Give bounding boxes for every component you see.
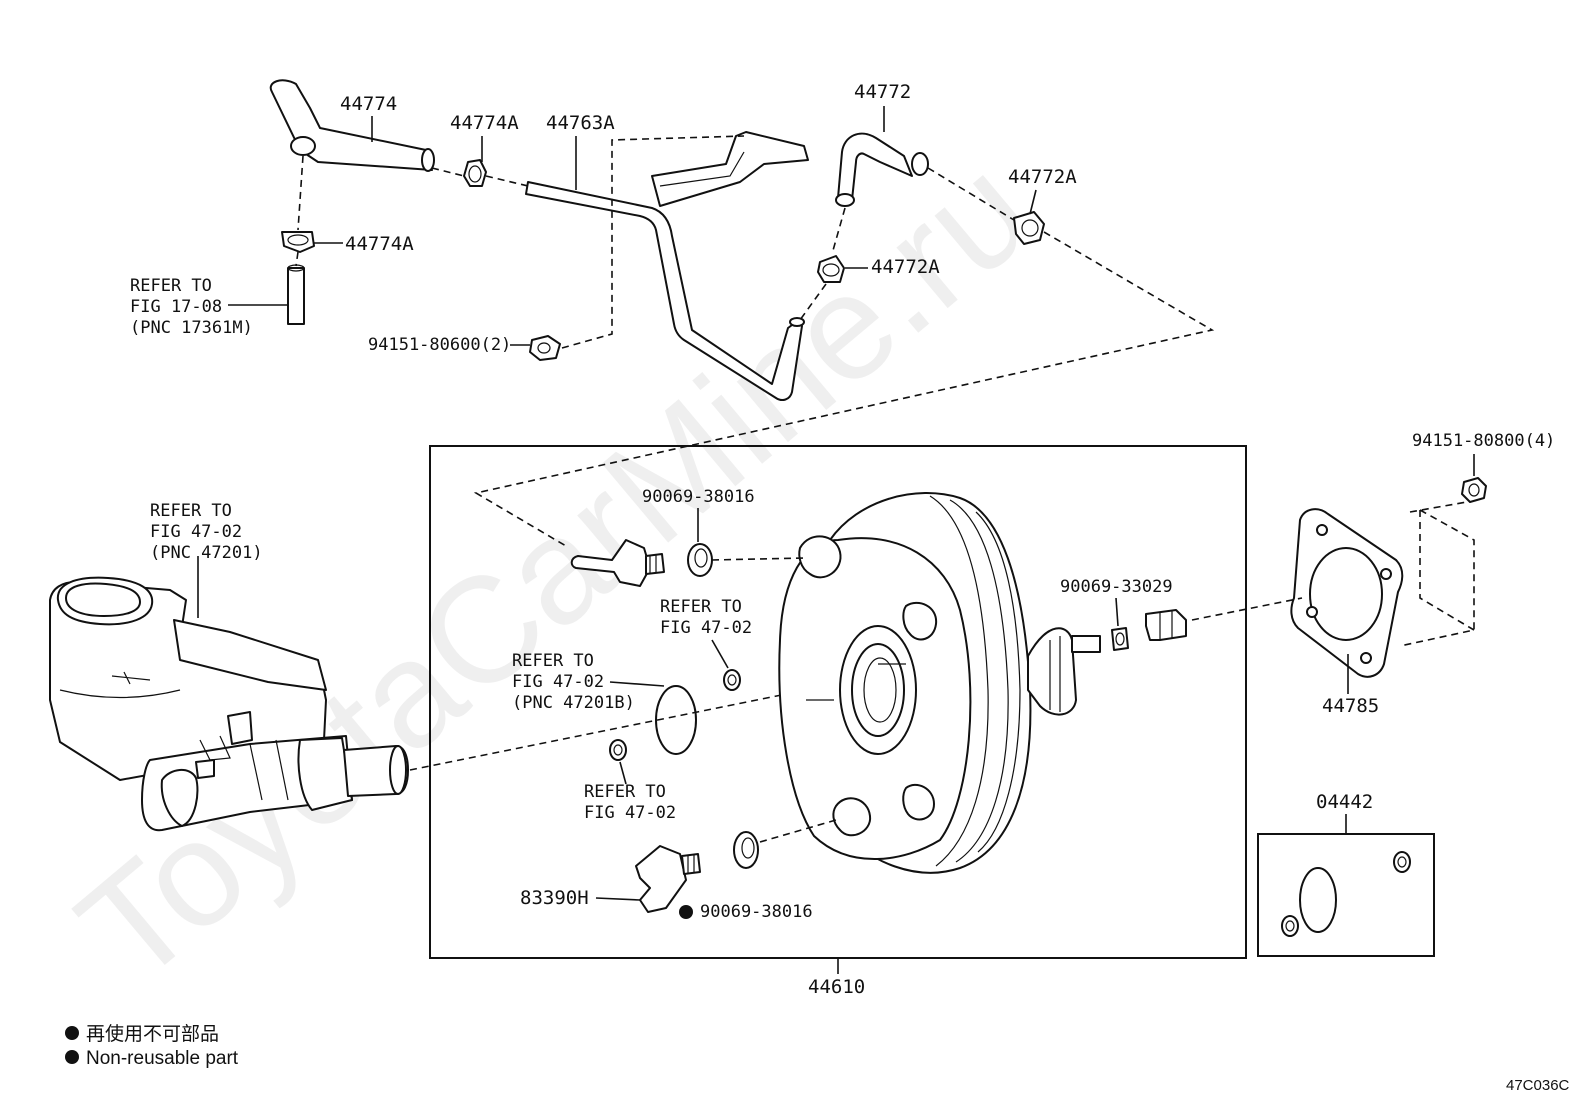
ref-47-02-b-line1: REFER TO xyxy=(660,597,742,617)
legend-marker-en xyxy=(65,1050,79,1064)
legend-text-jp: 再使用不可部品 xyxy=(86,1023,219,1045)
legend-marker-jp xyxy=(65,1026,79,1040)
label-94151-80600: 94151-80600(2) xyxy=(368,335,511,355)
label-90069-38016-top: 90069-38016 xyxy=(642,487,755,507)
reference-fig-47-02-a: REFER TO FIG 47-02 (PNC 47201) xyxy=(150,501,263,563)
ref-47-02-a-line2: FIG 47-02 xyxy=(150,522,242,542)
label-44774A-left: 44774A xyxy=(345,233,414,255)
bushing-ref-47-02-d xyxy=(609,739,627,761)
label-44772A-right: 44772A xyxy=(1008,166,1077,188)
nut-94151-80800 xyxy=(1461,477,1487,503)
clip-44772A-right xyxy=(1013,211,1045,245)
reference-fig-47-02-d: REFER TO FIG 47-02 xyxy=(584,782,676,823)
clip-44774A-top xyxy=(463,159,487,187)
check-valve xyxy=(570,539,665,587)
label-44774A-top: 44774A xyxy=(450,112,519,134)
ref-47-02-c-line1: REFER TO xyxy=(512,651,594,671)
ref-47-02-b-line2: FIG 47-02 xyxy=(660,618,752,638)
label-44772: 44772 xyxy=(854,81,911,103)
legend-text-en: Non-reusable part xyxy=(86,1048,239,1069)
label-04442: 04442 xyxy=(1316,791,1373,813)
o-ring-ref-47-02-c xyxy=(655,685,697,755)
label-83390H: 83390H xyxy=(520,887,589,909)
ref-17-08-line1: REFER TO xyxy=(130,276,212,296)
brake-booster-body xyxy=(778,492,1101,874)
gasket-44785 xyxy=(1290,508,1404,678)
ref-47-02-d-line2: FIG 47-02 xyxy=(584,803,676,823)
legend: 再使用不可部品 Non-reusable part xyxy=(65,1023,239,1069)
label-44772A-mid: 44772A xyxy=(871,256,940,278)
label-44763A: 44763A xyxy=(546,112,615,134)
clevis-pin xyxy=(1145,609,1187,641)
vacuum-pipe-44763A xyxy=(525,131,809,401)
ref-47-02-c-line2: FIG 47-02 xyxy=(512,672,604,692)
nut-94151-80600 xyxy=(529,335,561,361)
label-94151-80800: 94151-80800(4) xyxy=(1412,431,1555,451)
kit-04442-parts xyxy=(1281,851,1411,937)
bushing-ref-47-02-b xyxy=(723,669,741,691)
label-44610: 44610 xyxy=(808,976,865,998)
ref-17-08-line2: FIG 17-08 xyxy=(130,297,222,317)
ref-47-02-a-line3: (PNC 47201) xyxy=(150,543,263,563)
grommet-90069-38016-bottom xyxy=(733,831,759,869)
clip-44774A-left xyxy=(281,231,315,253)
ref-47-02-c-line3: (PNC 47201B) xyxy=(512,693,635,713)
clip-90069-33029 xyxy=(1111,627,1129,651)
pipe-17361M xyxy=(287,264,305,325)
reference-fig-47-02-b: REFER TO FIG 47-02 xyxy=(660,597,752,638)
reference-fig-47-02-c: REFER TO FIG 47-02 (PNC 47201B) xyxy=(512,651,635,713)
grommet-90069-38016-top xyxy=(687,543,713,577)
ref-47-02-d-line1: REFER TO xyxy=(584,782,666,802)
ref-17-08-line3: (PNC 17361M) xyxy=(130,318,253,338)
ref-47-02-a-line1: REFER TO xyxy=(150,501,232,521)
reference-fig-17-08: REFER TO FIG 17-08 (PNC 17361M) xyxy=(130,276,253,338)
label-90069-38016-bottom: 90069-38016 xyxy=(700,902,813,922)
hose-44774 xyxy=(269,79,435,172)
kit-04442-frame xyxy=(1257,833,1435,957)
label-44774: 44774 xyxy=(340,93,397,115)
label-44785: 44785 xyxy=(1322,695,1379,717)
sensor-83390H xyxy=(635,845,701,913)
label-90069-33029: 90069-33029 xyxy=(1060,577,1173,597)
non-reusable-marker xyxy=(679,905,693,919)
clip-44772A-mid xyxy=(817,255,845,283)
master-cylinder-assembly xyxy=(49,576,409,832)
figure-code: 47C036C xyxy=(1506,1077,1570,1094)
hose-44772 xyxy=(835,132,929,207)
